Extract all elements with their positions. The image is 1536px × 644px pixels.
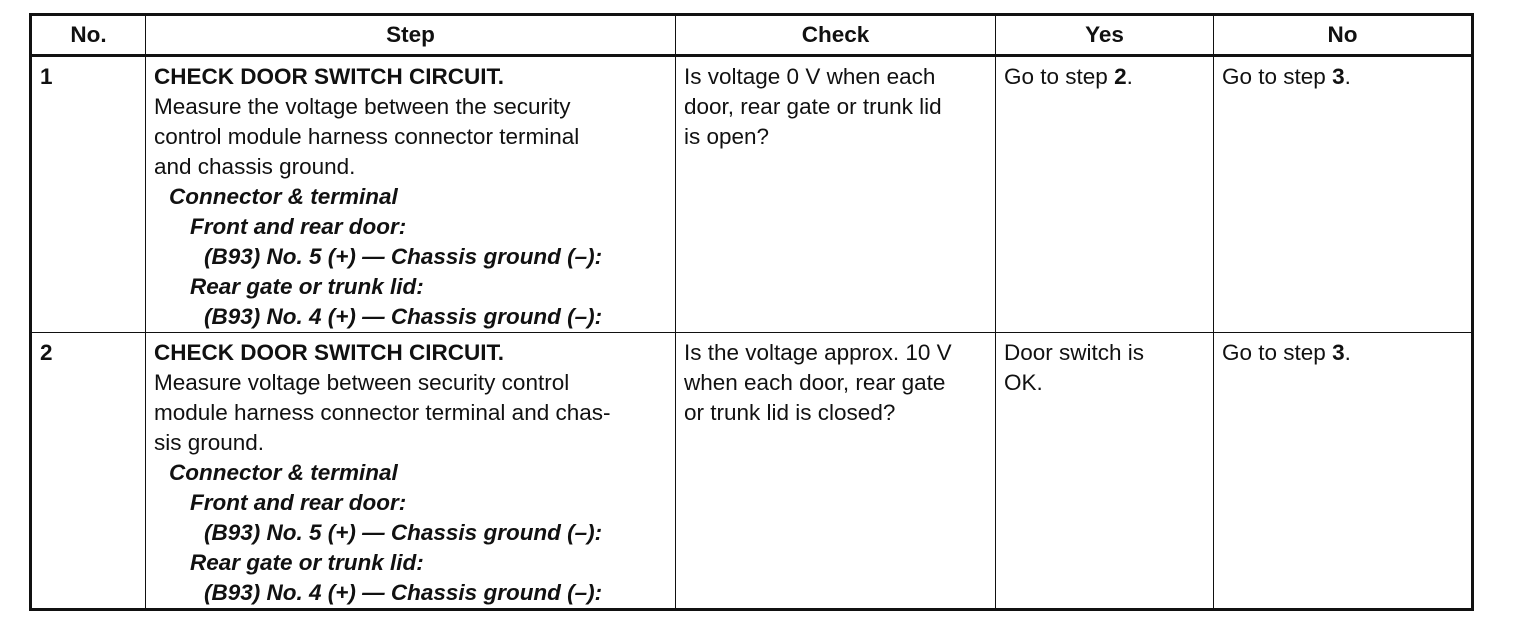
yes-text: OK. [1004, 370, 1043, 395]
check-text: or trunk lid is closed? [684, 400, 896, 425]
step-title: CHECK DOOR SWITCH CIRCUIT. [154, 340, 504, 365]
check-text: door, rear gate or trunk lid [684, 94, 942, 119]
no-text-end: . [1344, 340, 1351, 365]
no-text-end: . [1344, 64, 1351, 89]
front-door-label: Front and rear door: [190, 490, 407, 515]
yes-cell: Door switch is OK. [995, 332, 1214, 610]
rear-gate-terminal: (B93) No. 4 (+) — Chassis ground (–): [204, 304, 603, 329]
yes-step-number: 2 [1114, 64, 1127, 89]
step-text: Measure voltage between security control [154, 370, 570, 395]
connector-heading: Connector & terminal [169, 184, 398, 209]
yes-cell: Go to step 2. [995, 55, 1214, 333]
step-cell: CHECK DOOR SWITCH CIRCUIT. Measure the v… [145, 55, 676, 333]
step-text: Measure the voltage between the security [154, 94, 571, 119]
header-yes: Yes [995, 14, 1214, 57]
step-text: and chassis ground. [154, 154, 356, 179]
row-number: 2 [30, 332, 146, 610]
no-cell: Go to step 3. [1213, 332, 1473, 610]
step-text: sis ground. [154, 430, 265, 455]
yes-text-end: . [1126, 64, 1133, 89]
rear-gate-terminal: (B93) No. 4 (+) — Chassis ground (–): [204, 580, 603, 605]
step-text: control module harness connector termina… [154, 124, 580, 149]
yes-text: Go to step [1004, 64, 1115, 89]
check-text: when each door, rear gate [684, 370, 946, 395]
rear-gate-label: Rear gate or trunk lid: [190, 550, 424, 575]
check-text: Is voltage 0 V when each [684, 64, 936, 89]
table-row: 1 CHECK DOOR SWITCH CIRCUIT. Measure the… [30, 55, 1473, 333]
check-cell: Is the voltage approx. 10 V when each do… [675, 332, 996, 610]
header-check: Check [675, 14, 996, 57]
check-text: Is the voltage approx. 10 V [684, 340, 952, 365]
front-door-terminal: (B93) No. 5 (+) — Chassis ground (–): [204, 244, 603, 269]
step-text: module harness connector terminal and ch… [154, 400, 611, 425]
header-no: No. [30, 14, 146, 57]
no-step-number: 3 [1332, 340, 1345, 365]
front-door-label: Front and rear door: [190, 214, 407, 239]
no-text: Go to step [1222, 340, 1333, 365]
check-text: is open? [684, 124, 770, 149]
front-door-terminal: (B93) No. 5 (+) — Chassis ground (–): [204, 520, 603, 545]
row-number: 1 [30, 55, 146, 333]
connector-heading: Connector & terminal [169, 460, 398, 485]
no-cell: Go to step 3. [1213, 55, 1473, 333]
table-row: 2 CHECK DOOR SWITCH CIRCUIT. Measure vol… [30, 332, 1473, 610]
no-step-number: 3 [1332, 64, 1345, 89]
rear-gate-label: Rear gate or trunk lid: [190, 274, 424, 299]
yes-text: Door switch is [1004, 340, 1145, 365]
check-cell: Is voltage 0 V when each door, rear gate… [675, 55, 996, 333]
header-row: No. Step Check Yes No [30, 14, 1473, 57]
diagnosis-table: No. Step Check Yes No 1 CHECK DOOR SWITC… [29, 13, 1474, 611]
header-step: Step [145, 14, 676, 57]
step-title: CHECK DOOR SWITCH CIRCUIT. [154, 64, 504, 89]
no-text: Go to step [1222, 64, 1333, 89]
header-no-result: No [1213, 14, 1473, 57]
step-cell: CHECK DOOR SWITCH CIRCUIT. Measure volta… [145, 332, 676, 610]
